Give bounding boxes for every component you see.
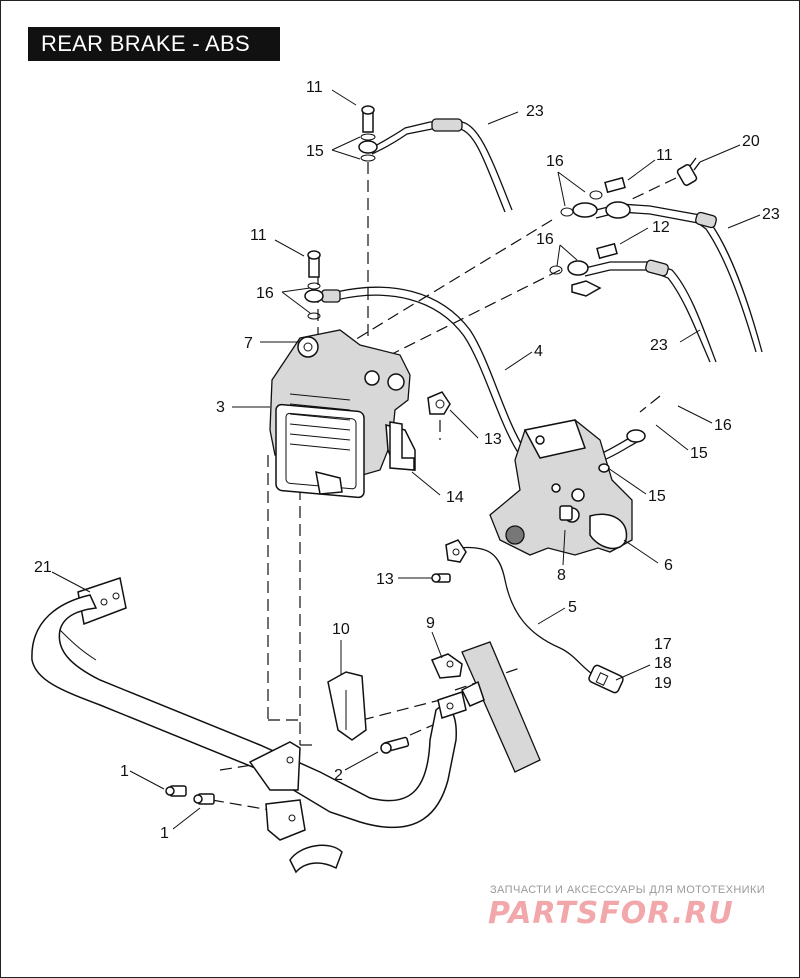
bracket-10 (327, 671, 367, 741)
callout-23: 23 (762, 206, 780, 223)
callout-3: 3 (216, 399, 225, 416)
callout-16: 16 (256, 285, 274, 302)
callout-21: 21 (34, 559, 52, 576)
callout-23: 23 (526, 103, 544, 120)
callout-13: 13 (376, 571, 394, 588)
callout-18: 18 (654, 655, 672, 672)
callout-20: 20 (742, 133, 760, 150)
screw-13b (431, 573, 451, 583)
callout-6: 6 (664, 557, 673, 574)
callout-4: 4 (534, 343, 543, 360)
diagram-title: REAR BRAKE - ABS (28, 27, 280, 61)
callout-15: 15 (648, 488, 666, 505)
callout-16: 16 (546, 153, 564, 170)
callout-17: 17 (654, 636, 672, 653)
callout-15: 15 (690, 445, 708, 462)
callout-8: 8 (557, 567, 566, 584)
callout-11: 11 (250, 227, 267, 244)
brake-line-upper (371, 118, 513, 213)
banjo-bolt-11a (358, 105, 378, 162)
callout-10: 10 (332, 621, 350, 638)
clip-13a (427, 391, 451, 415)
callout-1: 1 (120, 763, 129, 780)
callout-16: 16 (714, 417, 732, 434)
brake-line-right-lower (549, 242, 717, 363)
callout-16: 16 (536, 231, 554, 248)
callout-13: 13 (484, 431, 502, 448)
sensor-cable-5 (445, 539, 624, 694)
callout-labels: 11 23 15 16 11 20 23 12 16 11 16 23 7 4 … (34, 79, 780, 842)
caliper-6 (489, 419, 633, 556)
watermark-logo: PARTSFOR.RU (488, 896, 734, 931)
callout-14: 14 (446, 489, 464, 506)
callout-15: 15 (306, 143, 324, 160)
clip-9 (430, 653, 463, 679)
bolt-1b (193, 793, 215, 805)
callout-2: 2 (334, 767, 343, 784)
bolt-1a (165, 785, 187, 797)
callout-1: 1 (160, 825, 169, 842)
callout-12: 12 (652, 219, 670, 236)
brake-line-4 (304, 250, 646, 471)
callout-11: 11 (306, 79, 323, 96)
bolt-2 (380, 736, 410, 754)
pressure-switch-20 (676, 157, 701, 186)
callout-7: 7 (244, 335, 253, 352)
abs-module (269, 329, 416, 499)
guard-21 (31, 577, 467, 874)
callout-23: 23 (650, 337, 668, 354)
callout-5: 5 (568, 599, 577, 616)
frame-tube (460, 641, 541, 773)
callout-9: 9 (426, 615, 435, 632)
callout-19: 19 (654, 675, 672, 692)
brake-line-right-upper (560, 176, 763, 353)
bracket-14 (315, 421, 415, 495)
callout-11: 11 (656, 147, 673, 164)
watermark-tagline: ЗАПЧАСТИ И АКСЕССУАРЫ ДЛЯ МОТОТЕХНИКИ (490, 884, 766, 896)
callout-leaders (51, 89, 761, 830)
